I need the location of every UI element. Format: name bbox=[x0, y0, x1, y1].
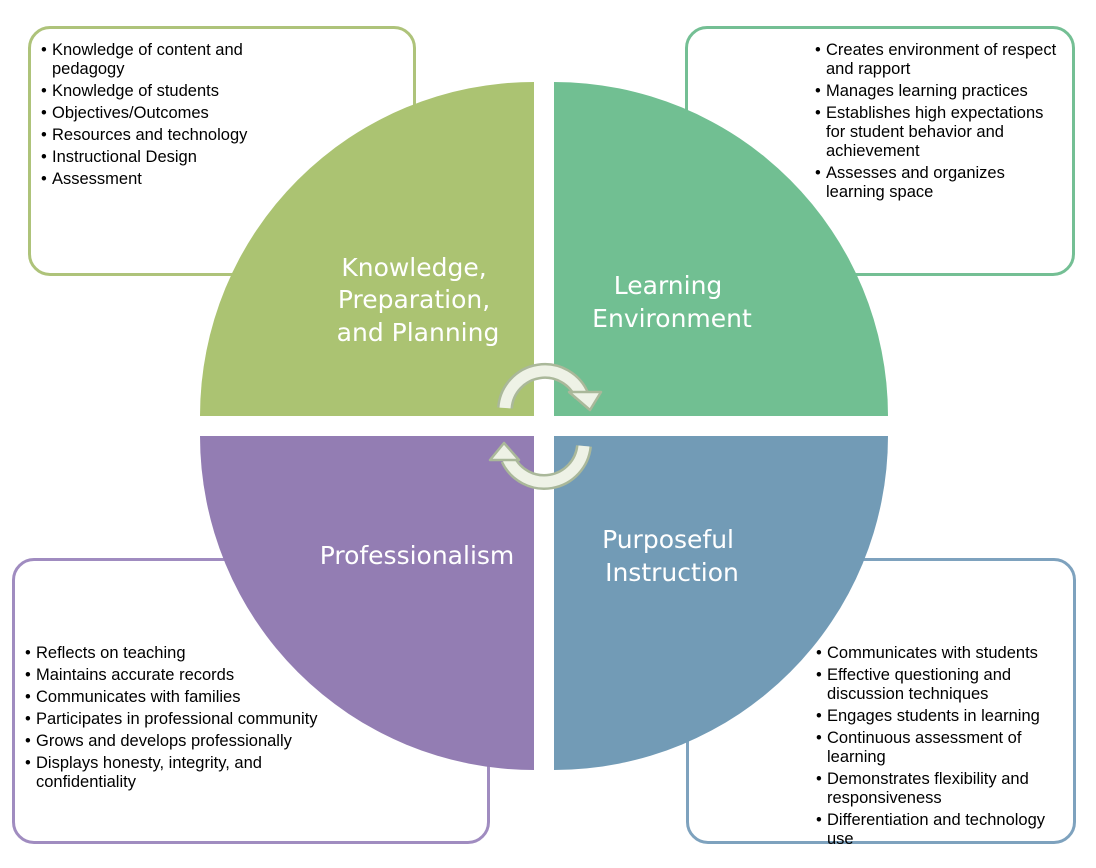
knowledge-title: Knowledge, Preparation, and Planning bbox=[337, 253, 500, 347]
list-item: Assesses and organizes learning space bbox=[815, 164, 1065, 202]
list-item: Displays honesty, integrity, and confide… bbox=[25, 754, 325, 792]
list-item: Resources and technology bbox=[41, 126, 291, 145]
professionalism-item-list: Reflects on teaching Maintains accurate … bbox=[25, 644, 325, 795]
counterclockwise-arrow-icon bbox=[488, 441, 592, 490]
environment-item-list: Creates environment of respect and rappo… bbox=[815, 41, 1065, 205]
list-item: Communicates with families bbox=[25, 688, 325, 707]
environment-title: Learning Environment bbox=[592, 271, 752, 333]
list-item: Reflects on teaching bbox=[25, 644, 325, 663]
clockwise-arrow-icon bbox=[497, 362, 603, 412]
instruction-title-line: Instruction bbox=[605, 558, 739, 587]
list-item: Knowledge of students bbox=[41, 82, 291, 101]
list-item: Continuous assessment of learning bbox=[816, 729, 1066, 767]
environment-quadrant bbox=[554, 82, 888, 416]
list-item: Participates in professional community bbox=[25, 710, 325, 729]
list-item: Instructional Design bbox=[41, 148, 291, 167]
list-item: Assessment bbox=[41, 170, 291, 189]
list-item: Grows and develops professionally bbox=[25, 732, 325, 751]
list-item: Establishes high expectations for studen… bbox=[815, 104, 1065, 161]
list-item: Differentiation and technology use bbox=[816, 811, 1066, 849]
environment-title-line: Environment bbox=[592, 304, 752, 333]
knowledge-title-line: and Planning bbox=[337, 318, 500, 347]
list-item: Engages students in learning bbox=[816, 707, 1066, 726]
professionalism-quadrant bbox=[200, 436, 534, 770]
professionalism-title-line: Professionalism bbox=[320, 541, 515, 570]
list-item: Effective questioning and discussion tec… bbox=[816, 666, 1066, 704]
list-item: Manages learning practices bbox=[815, 82, 1065, 101]
list-item: Knowledge of content and pedagogy bbox=[41, 41, 291, 79]
knowledge-title-line: Preparation, bbox=[338, 285, 490, 314]
knowledge-title-line: Knowledge, bbox=[341, 253, 486, 282]
list-item: Maintains accurate records bbox=[25, 666, 325, 685]
knowledge-quadrant bbox=[200, 82, 534, 416]
instruction-quadrant bbox=[554, 436, 888, 770]
knowledge-item-list: Knowledge of content and pedagogy Knowle… bbox=[41, 41, 291, 192]
instruction-item-list: Communicates with students Effective que… bbox=[816, 644, 1066, 852]
list-item: Demonstrates flexibility and responsiven… bbox=[816, 770, 1066, 808]
instruction-title-line: Purposeful bbox=[602, 525, 734, 554]
list-item: Objectives/Outcomes bbox=[41, 104, 291, 123]
list-item: Communicates with students bbox=[816, 644, 1066, 663]
list-item: Creates environment of respect and rappo… bbox=[815, 41, 1065, 79]
instruction-title: Purposeful Instruction bbox=[602, 525, 742, 587]
environment-title-line: Learning bbox=[614, 271, 723, 300]
professionalism-title: Professionalism bbox=[320, 541, 515, 570]
